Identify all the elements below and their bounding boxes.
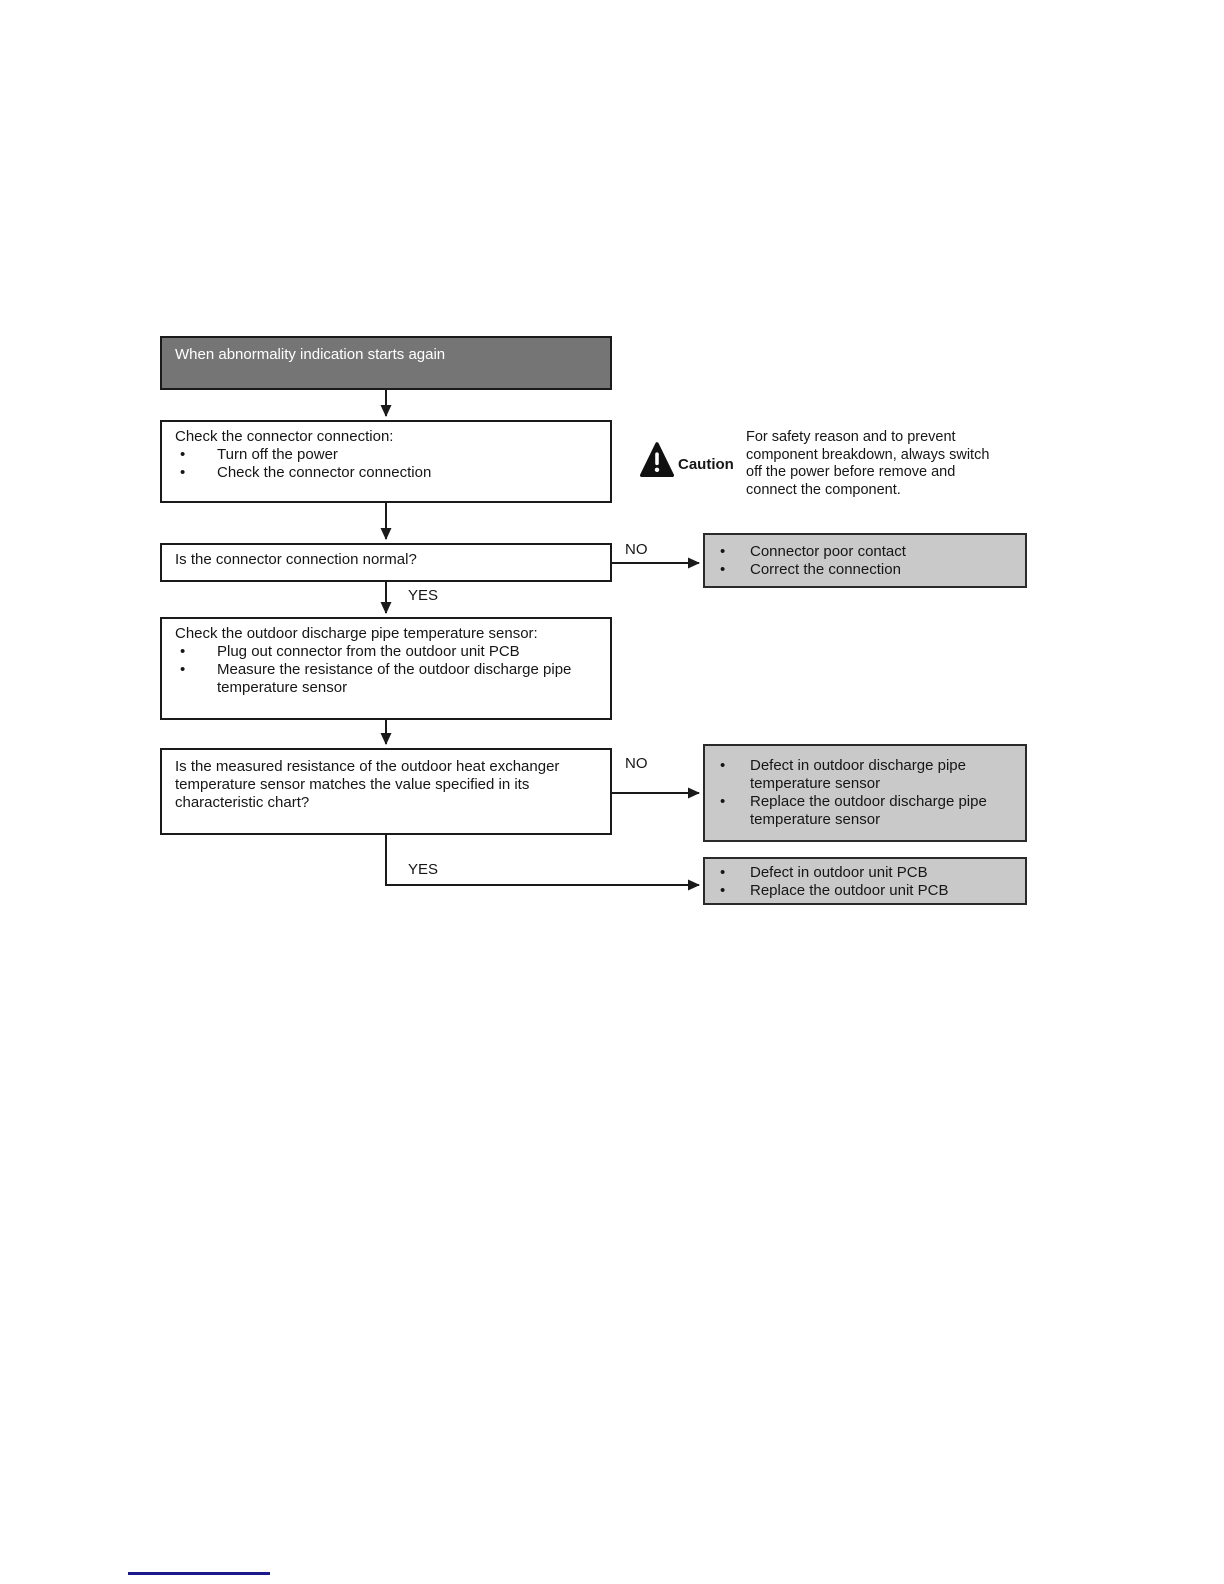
list-item: • Replace the outdoor discharge pipe tem… <box>720 793 987 828</box>
caution-warning-icon <box>640 441 674 484</box>
branch-label-no: NO <box>625 755 648 772</box>
caution-text: For safety reason and to prevent compone… <box>746 429 990 498</box>
bullet-marker: • <box>180 643 186 660</box>
flow-result-pcb-box: • Defect in outdoor unit PCB • Replace t… <box>703 857 1027 905</box>
bullet-marker: • <box>720 543 726 560</box>
bullet-marker: • <box>180 661 186 678</box>
footer-divider-line <box>128 1572 270 1575</box>
list-item: • Measure the resistance of the outdoor … <box>175 661 600 697</box>
flow-result-connector-box: • Connector poor contact • Correct the c… <box>703 533 1027 588</box>
flow-decision-resistance-box: Is the measured resistance of the outdoo… <box>160 748 612 835</box>
list-item: • Plug out connector from the outdoor un… <box>175 643 600 661</box>
caution-label: Caution <box>678 456 734 473</box>
bullet-marker: • <box>180 464 186 481</box>
flow-start-box: When abnormality indication starts again <box>160 336 612 390</box>
bullet-marker: • <box>720 793 726 810</box>
bullet-marker: • <box>720 882 726 899</box>
decision-connector-question: Is the connector connection normal? <box>175 551 417 568</box>
list-item: • Defect in outdoor discharge pipe tempe… <box>720 757 966 792</box>
bullet-marker: • <box>720 561 726 578</box>
list-item: • Defect in outdoor unit PCB <box>720 864 928 881</box>
list-item: • Check the connector connection <box>175 464 600 482</box>
flow-result-sensor-box: • Defect in outdoor discharge pipe tempe… <box>703 744 1027 842</box>
decision-resistance-question: Is the measured resistance of the outdoo… <box>175 758 560 811</box>
list-item: • Turn off the power <box>175 446 600 464</box>
list-item: • Replace the outdoor unit PCB <box>720 882 949 899</box>
flow-decision-connector-box: Is the connector connection normal? <box>160 543 612 582</box>
branch-label-yes: YES <box>408 587 439 604</box>
flow-check-connector-box: Check the connector connection: • Turn o… <box>160 420 612 503</box>
branch-label-yes: YES <box>408 861 439 878</box>
bullet-marker: • <box>720 864 726 881</box>
check-connector-title: Check the connector connection: <box>175 428 394 445</box>
bullet-marker: • <box>720 757 726 774</box>
flow-check-sensor-box: Check the outdoor discharge pipe tempera… <box>160 617 612 720</box>
check-sensor-title: Check the outdoor discharge pipe tempera… <box>175 625 538 642</box>
bullet-marker: • <box>180 446 186 463</box>
branch-label-no: NO <box>625 541 648 558</box>
flow-start-label: When abnormality indication starts again <box>175 346 446 363</box>
list-item: • Correct the connection <box>720 561 901 578</box>
list-item: • Connector poor contact <box>720 543 906 560</box>
